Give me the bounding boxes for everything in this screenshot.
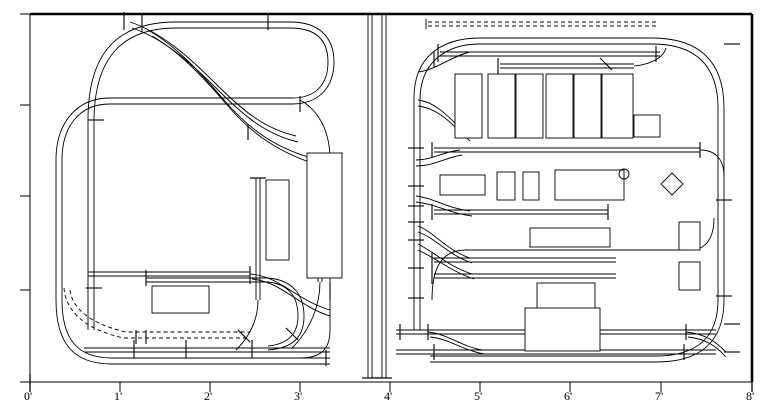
ruler-label-2: 2' (204, 389, 213, 403)
structure-warehouse-3 (515, 73, 544, 139)
structure-office-a (496, 171, 516, 201)
structure-track-side-a (678, 221, 701, 251)
structure-warehouse-2 (487, 73, 516, 139)
right-inner-loop-a (431, 217, 715, 301)
structure-small-shed (633, 114, 661, 138)
ladder-lead-2 (415, 195, 471, 212)
outer-mainline-b (55, 27, 330, 365)
structure-long-platform (529, 227, 611, 248)
hidden-turnout-marks (135, 330, 147, 344)
benchwork-edges (30, 12, 754, 382)
upper-yard-connector (633, 47, 667, 67)
station-crossover-right (685, 331, 727, 353)
ladder-lead-1b (415, 154, 463, 167)
track-right-module (396, 37, 727, 363)
warehouse-track-curve (699, 149, 725, 177)
spur-connector-a (267, 277, 305, 351)
structure-warehouse-5 (573, 73, 602, 139)
station-crossover-left (427, 331, 483, 351)
turnout-mark (237, 329, 251, 343)
structure-warehouse-4 (545, 73, 574, 139)
turnout-mark (285, 327, 299, 341)
diamond-marker-icon (660, 172, 684, 196)
hidden-track-a (63, 287, 250, 339)
ruler-label-6: 6' (564, 389, 573, 403)
structure-station-main (524, 307, 601, 352)
structure-office-b (522, 171, 540, 201)
ladder-lead-6 (417, 51, 471, 73)
ladder-lead-2b (415, 201, 473, 217)
ruler-label-5: 5' (474, 389, 483, 403)
ruler-label-7: 7' (655, 389, 664, 403)
water-tower-circle-icon (618, 168, 630, 180)
structure-station-upper (536, 282, 596, 310)
right-outer-loop-b (419, 43, 719, 357)
ruler-label-8: 8' (746, 389, 755, 403)
crossover-a (249, 273, 331, 311)
structure-tower-a (265, 179, 290, 261)
station-crossover-left-b (429, 336, 485, 355)
hidden-track-left (63, 287, 250, 339)
structure-warehouse-1 (454, 73, 483, 139)
turnout-mark (599, 57, 613, 71)
detail-shapes (618, 168, 684, 196)
structure-track-side-b (678, 261, 701, 291)
ladder-lead-1 (415, 149, 461, 161)
ladder-lead-3b (417, 231, 473, 264)
ruler-left (20, 13, 36, 383)
diagonal-track-b (131, 27, 299, 143)
stub-track-2-lead (291, 281, 321, 349)
stub-track-1-lead (235, 299, 259, 351)
turnout-marks (86, 12, 740, 366)
diagonal-track-c (147, 29, 321, 161)
ruler-label-1: 1' (114, 389, 123, 403)
ruler-label-3: 3' (294, 389, 303, 403)
ladder-lead-4 (417, 243, 473, 275)
structures-layer (151, 73, 701, 352)
structure-industry-left (151, 285, 210, 314)
structure-tower-b (306, 152, 343, 279)
ladder-lead-3 (417, 225, 471, 259)
spur-connector-b (267, 281, 299, 347)
structure-engine-shed (554, 169, 625, 201)
diagonal-track-a (129, 21, 297, 137)
ruler-label-0: 0' (24, 389, 33, 403)
ladder-lead-4b (417, 249, 475, 280)
crossover-b (251, 278, 331, 317)
center-mainline (362, 13, 392, 379)
right-outer-loop-a (413, 37, 725, 363)
ruler-label-4: 4' (384, 389, 393, 403)
outer-mainline-a (61, 21, 335, 359)
structure-freight-house (439, 174, 486, 196)
hidden-track-right (425, 19, 658, 29)
station-crossover-right-b (687, 336, 727, 358)
structure-warehouse-6 (601, 73, 634, 139)
diagonal-track-d (151, 35, 323, 167)
